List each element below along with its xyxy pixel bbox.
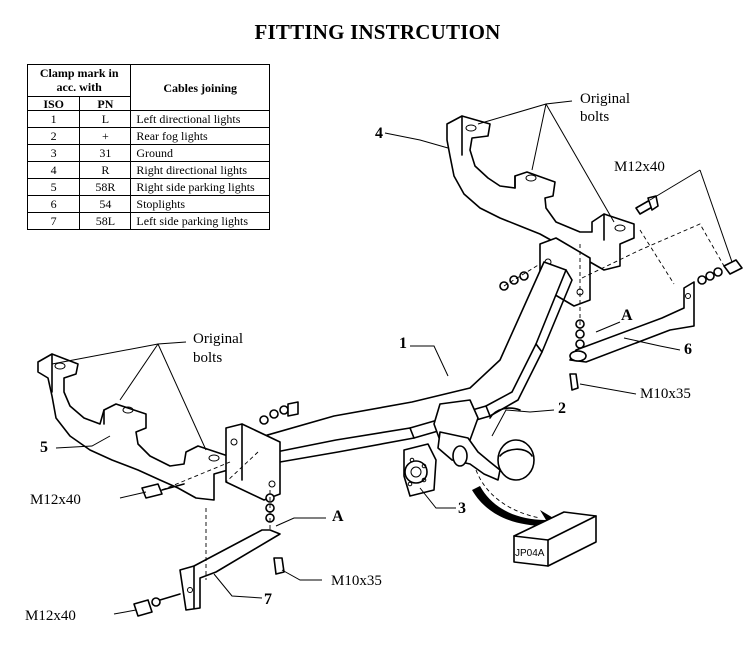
bolt-m10x35-bottom — [273, 557, 285, 575]
m10x35-bottom-label: M10x35 — [331, 573, 382, 589]
part-2-label: 2 — [558, 400, 566, 417]
part-7-left-stay — [179, 529, 281, 611]
part-4-right-bracket — [446, 115, 635, 271]
m12x40-left-label: M12x40 — [30, 492, 81, 508]
bolt-m12x40-top — [635, 195, 659, 215]
part-1-main-beam — [225, 237, 591, 501]
ball-storage-arrow — [472, 469, 560, 534]
header-pn: PN — [79, 96, 132, 111]
bolt-m12x40-left — [141, 483, 185, 499]
part-3-socket-plate — [403, 443, 437, 497]
m12x40-bottom-label: M12x40 — [25, 608, 76, 624]
part-3-label: 3 — [458, 500, 466, 517]
page-title: FITTING INSTRCUTION — [254, 20, 501, 44]
part-6-right-stay — [569, 281, 695, 363]
original-bolts-top-line1: Original — [580, 91, 630, 107]
alignment-lines — [161, 223, 725, 580]
part-5-left-bracket — [37, 353, 229, 501]
header-clamp-mark: Clamp mark in acc. with — [26, 64, 132, 97]
m10x35-right-label: M10x35 — [640, 386, 691, 402]
leader-lines — [51, 100, 733, 615]
original-bolts-left-line1: Original — [193, 331, 243, 347]
cable-clamp-table: Clamp mark in acc. with Cables joining I… — [26, 64, 270, 230]
part-1-label: 1 — [399, 335, 407, 352]
box-code-label: JP04A — [515, 548, 545, 559]
part-5-label: 5 — [40, 439, 48, 456]
m12x40-top-label: M12x40 — [614, 159, 665, 175]
part-6-label: 6 — [684, 341, 692, 358]
part-2-tow-ball — [437, 407, 535, 481]
part-7-label: 7 — [264, 591, 272, 608]
part-4-label: 4 — [375, 125, 383, 142]
original-bolts-top-line2: bolts — [580, 109, 609, 125]
nuts-washers-left-beam — [259, 401, 299, 425]
nuts-washers-right-beam — [499, 271, 529, 291]
a-label-right: A — [621, 307, 633, 324]
bolt-m12x40-right — [697, 259, 743, 285]
bolt-m12x40-bottom — [133, 593, 181, 617]
jp04a-storage-box: JP04A — [513, 511, 597, 567]
original-bolts-left-line2: bolts — [193, 350, 222, 366]
header-cables-joining: Cables joining — [130, 64, 270, 111]
nuts-washers-left-stay — [265, 493, 275, 523]
a-label-bottom: A — [332, 508, 344, 525]
